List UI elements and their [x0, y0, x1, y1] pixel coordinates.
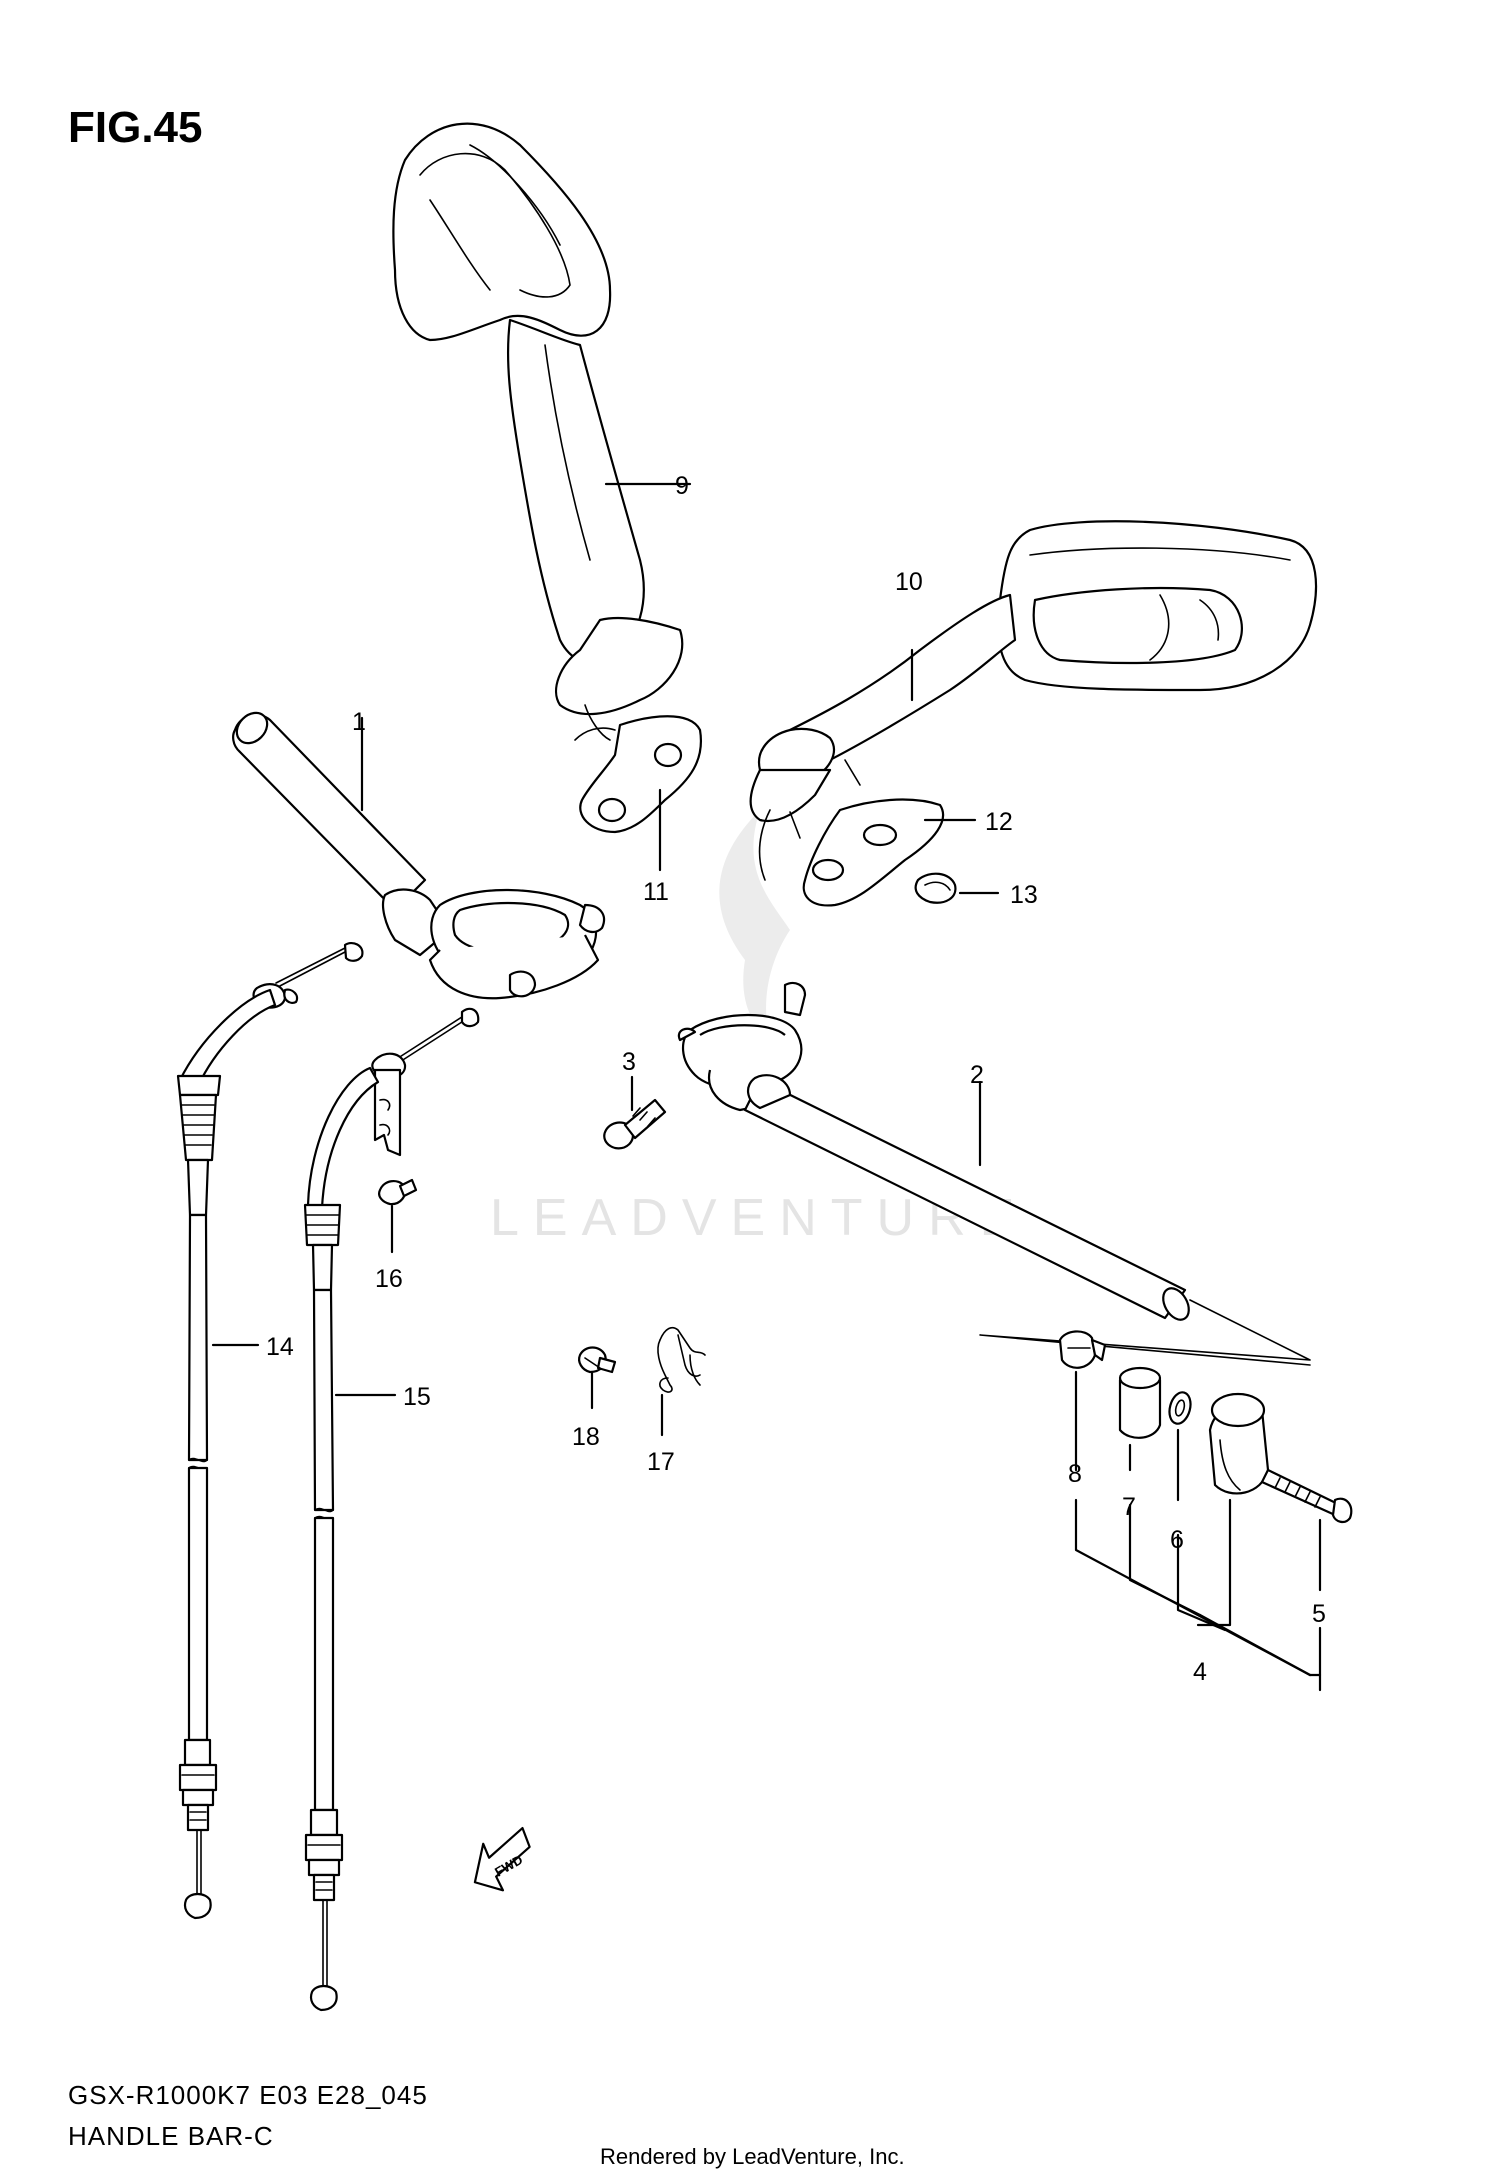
- section-name: HANDLE BAR-C: [68, 2121, 274, 2151]
- part-1-left-handlebar[interactable]: 1: [231, 707, 606, 1000]
- part-10-right-mirror[interactable]: 10: [749, 520, 1318, 881]
- part-9-left-mirror[interactable]: 9: [392, 122, 692, 741]
- part-7-spacer[interactable]: [1118, 1366, 1162, 1439]
- part-2-right-handlebar[interactable]: 2: [677, 981, 1194, 1324]
- part-15-throttle-cable[interactable]: 15: [303, 1007, 480, 2012]
- callout-14: 14: [266, 1333, 294, 1361]
- callout-15: 15: [403, 1383, 431, 1411]
- callout-6: 6: [1170, 1526, 1184, 1554]
- part-4-balancer[interactable]: [1208, 1392, 1270, 1495]
- part-17-clip[interactable]: 17: [647, 1326, 706, 1476]
- model-code: GSX-R1000K7 E03 E28_045: [68, 2080, 428, 2110]
- part-11-left-bracket[interactable]: 11: [579, 715, 703, 906]
- part-8-nut[interactable]: [1058, 1330, 1107, 1369]
- callout-4: 4: [1193, 1658, 1207, 1686]
- callout-8: 8: [1068, 1460, 1082, 1488]
- callout-12: 12: [985, 808, 1013, 836]
- callout-1: 1: [352, 708, 366, 736]
- figure-title: FIG.45: [68, 103, 203, 152]
- fwd-arrow: FWD: [473, 1826, 531, 1892]
- callout-13: 13: [1010, 881, 1038, 909]
- part-16-screw[interactable]: 16: [375, 1178, 418, 1293]
- callout-7: 7: [1122, 1493, 1136, 1521]
- callout-18: 18: [572, 1423, 600, 1451]
- part-6-washer[interactable]: [1166, 1390, 1194, 1426]
- part-12-right-bracket[interactable]: 12: [802, 798, 1013, 907]
- callout-11: 11: [643, 878, 669, 906]
- callout-10: 10: [895, 568, 923, 596]
- part-13-grommet[interactable]: 13: [914, 872, 1038, 909]
- callout-9: 9: [675, 472, 689, 500]
- part-5-screw[interactable]: [1260, 1468, 1353, 1524]
- callout-2: 2: [970, 1061, 984, 1089]
- bar-end-pointer: [979, 1299, 1311, 1366]
- callout-17: 17: [647, 1448, 675, 1476]
- part-3-bolt[interactable]: 3: [603, 1048, 667, 1150]
- callout-5: 5: [1312, 1600, 1326, 1628]
- callout-16: 16: [375, 1265, 403, 1293]
- watermark: LEADVENTURE: [490, 810, 1014, 1247]
- part-18-bolt[interactable]: 18: [572, 1346, 617, 1452]
- part-14-throttle-cable[interactable]: 14: [176, 941, 364, 1920]
- callout-3: 3: [622, 1048, 636, 1076]
- render-credit: Rendered by LeadVenture, Inc.: [600, 2144, 905, 2169]
- leader-lines-bar-end: 8 7 6 5 4: [1068, 1370, 1326, 1692]
